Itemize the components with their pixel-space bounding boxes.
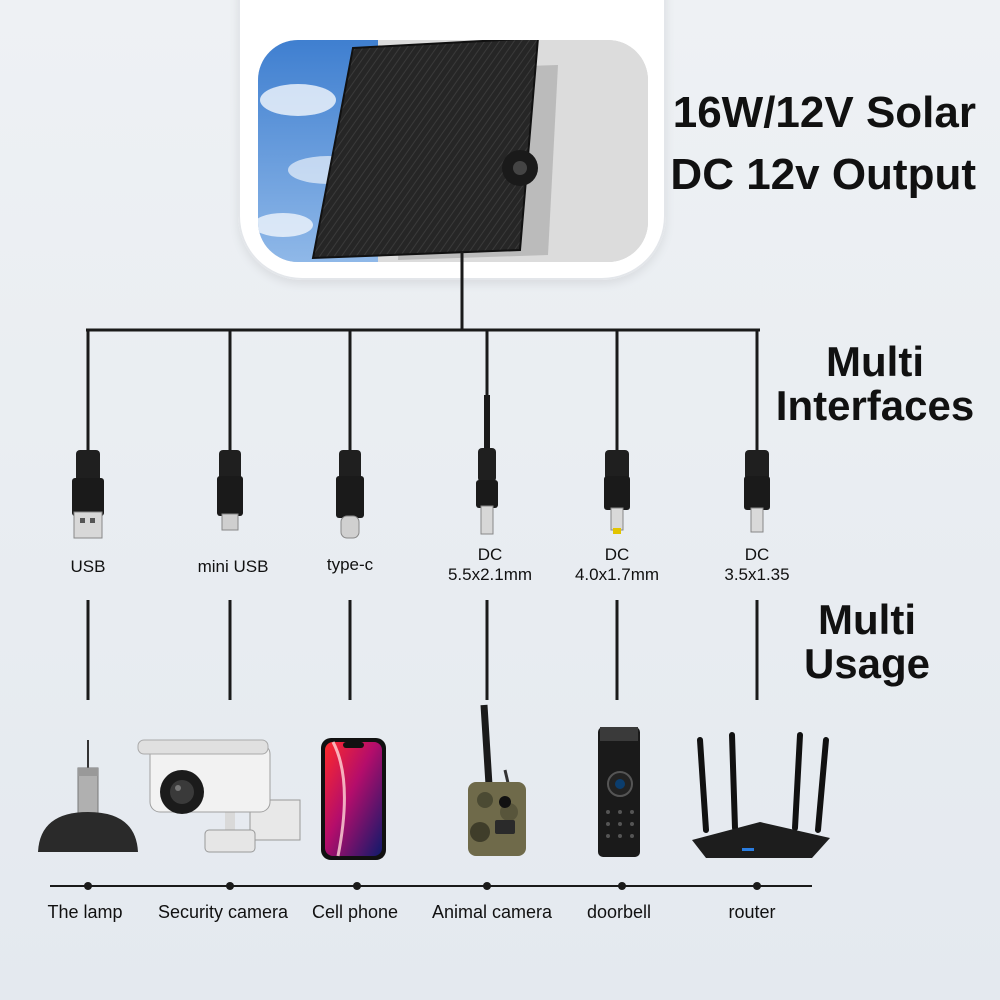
connector-label-mini-usb: mini USB xyxy=(197,557,269,576)
connector-label-dc-4017: DC 4.0x1.7mm xyxy=(574,545,660,584)
connector-label-type-c: type-c xyxy=(326,555,374,574)
device-label-security-camera: Security camera xyxy=(157,902,289,922)
router-icon xyxy=(692,732,830,858)
doorbell-icon xyxy=(598,727,640,857)
solar-panel-icon xyxy=(258,40,648,262)
spec-title-line-2: DC 12v Output xyxy=(670,150,976,199)
security-camera-icon xyxy=(137,739,301,853)
device-label-router: router xyxy=(728,902,776,922)
spec-title-line-1: 16W/12V Solar xyxy=(672,88,976,137)
usage-heading: Multi Usage xyxy=(792,598,942,686)
device-label-animal-camera: Animal camera xyxy=(431,902,553,922)
connector-label-usb: USB xyxy=(70,557,106,576)
interfaces-heading-line-1: Multi xyxy=(826,338,924,385)
connector-label-dc-5521: DC 5.5x2.1mm xyxy=(447,545,533,584)
dc-3513-connector-icon xyxy=(744,450,770,533)
mini-usb-connector-icon xyxy=(217,450,243,531)
device-label-doorbell: doorbell xyxy=(586,902,652,922)
cell-phone-icon xyxy=(321,738,386,860)
lamp-icon xyxy=(38,740,138,852)
dc-4017-connector-icon xyxy=(604,450,630,534)
device-label-cell-phone: Cell phone xyxy=(311,902,399,922)
usage-heading-line-1: Multi xyxy=(818,596,916,643)
type-c-connector-icon xyxy=(336,450,364,539)
usage-heading-line-2: Usage xyxy=(803,640,931,687)
interfaces-heading: Multi Interfaces xyxy=(770,340,980,428)
device-label-lamp: The lamp xyxy=(47,902,123,922)
connector-label-dc-3513: DC 3.5x1.35 xyxy=(724,545,790,584)
solar-panel-image xyxy=(258,40,648,262)
animal-camera-icon xyxy=(468,704,526,856)
dc-5521-connector-icon xyxy=(476,395,498,535)
usb-connector-icon xyxy=(72,450,104,539)
interfaces-heading-line-2: Interfaces xyxy=(775,382,975,429)
